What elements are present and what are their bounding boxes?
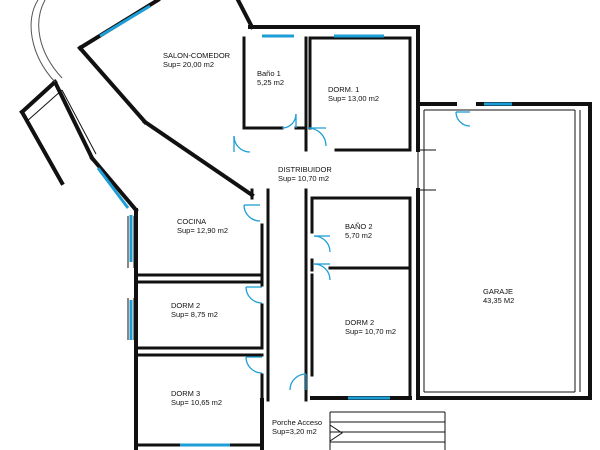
room-cocina-name: COCINA	[177, 217, 206, 226]
room-cocina-area: Sup= 12,90 m2	[177, 226, 228, 235]
room-dorm2-east-name: DORM 2	[345, 318, 374, 327]
room-dorm1-area: Sup= 13,00 m2	[328, 94, 379, 103]
room-dorm2-east-area: Sup= 10,70 m2	[345, 327, 396, 336]
room-dorm1-name: DORM. 1	[328, 85, 359, 94]
room-salon-name: SALON-COMEDOR	[163, 51, 231, 60]
room-garaje-area: 43,35 M2	[483, 296, 514, 305]
thin-lines	[25, 89, 581, 450]
room-bano2-name: BAÑO 2	[345, 222, 373, 231]
interior-walls	[134, 36, 412, 447]
doors	[233, 111, 471, 391]
room-bano2-area: 5,70 m2	[345, 231, 372, 240]
room-dorm2-west-area: Sup= 8,75 m2	[171, 310, 218, 319]
room-bano1-area: 5,25 m2	[257, 78, 284, 87]
bay-window-arc-inner	[38, 0, 63, 79]
windows	[96, 4, 512, 447]
room-dorm2-west-name: DORM 2	[171, 301, 200, 310]
room-bano1-name: Baño 1	[257, 69, 281, 78]
room-porche-area: Sup=3,20 m2	[272, 427, 317, 436]
room-garaje-name: GARAJE	[483, 287, 513, 296]
room-salon-area: Sup= 20,00 m2	[163, 60, 214, 69]
room-dorm3-area: Sup= 10,65 m2	[171, 398, 222, 407]
bay-window-arc	[30, 0, 56, 83]
room-distribuidor-name: DISTRIBUIDOR	[278, 165, 332, 174]
room-distribuidor-area: Sup= 10,70 m2	[278, 174, 329, 183]
room-dorm3-name: DORM 3	[171, 389, 200, 398]
room-porche-name: Porche Acceso	[272, 418, 322, 427]
